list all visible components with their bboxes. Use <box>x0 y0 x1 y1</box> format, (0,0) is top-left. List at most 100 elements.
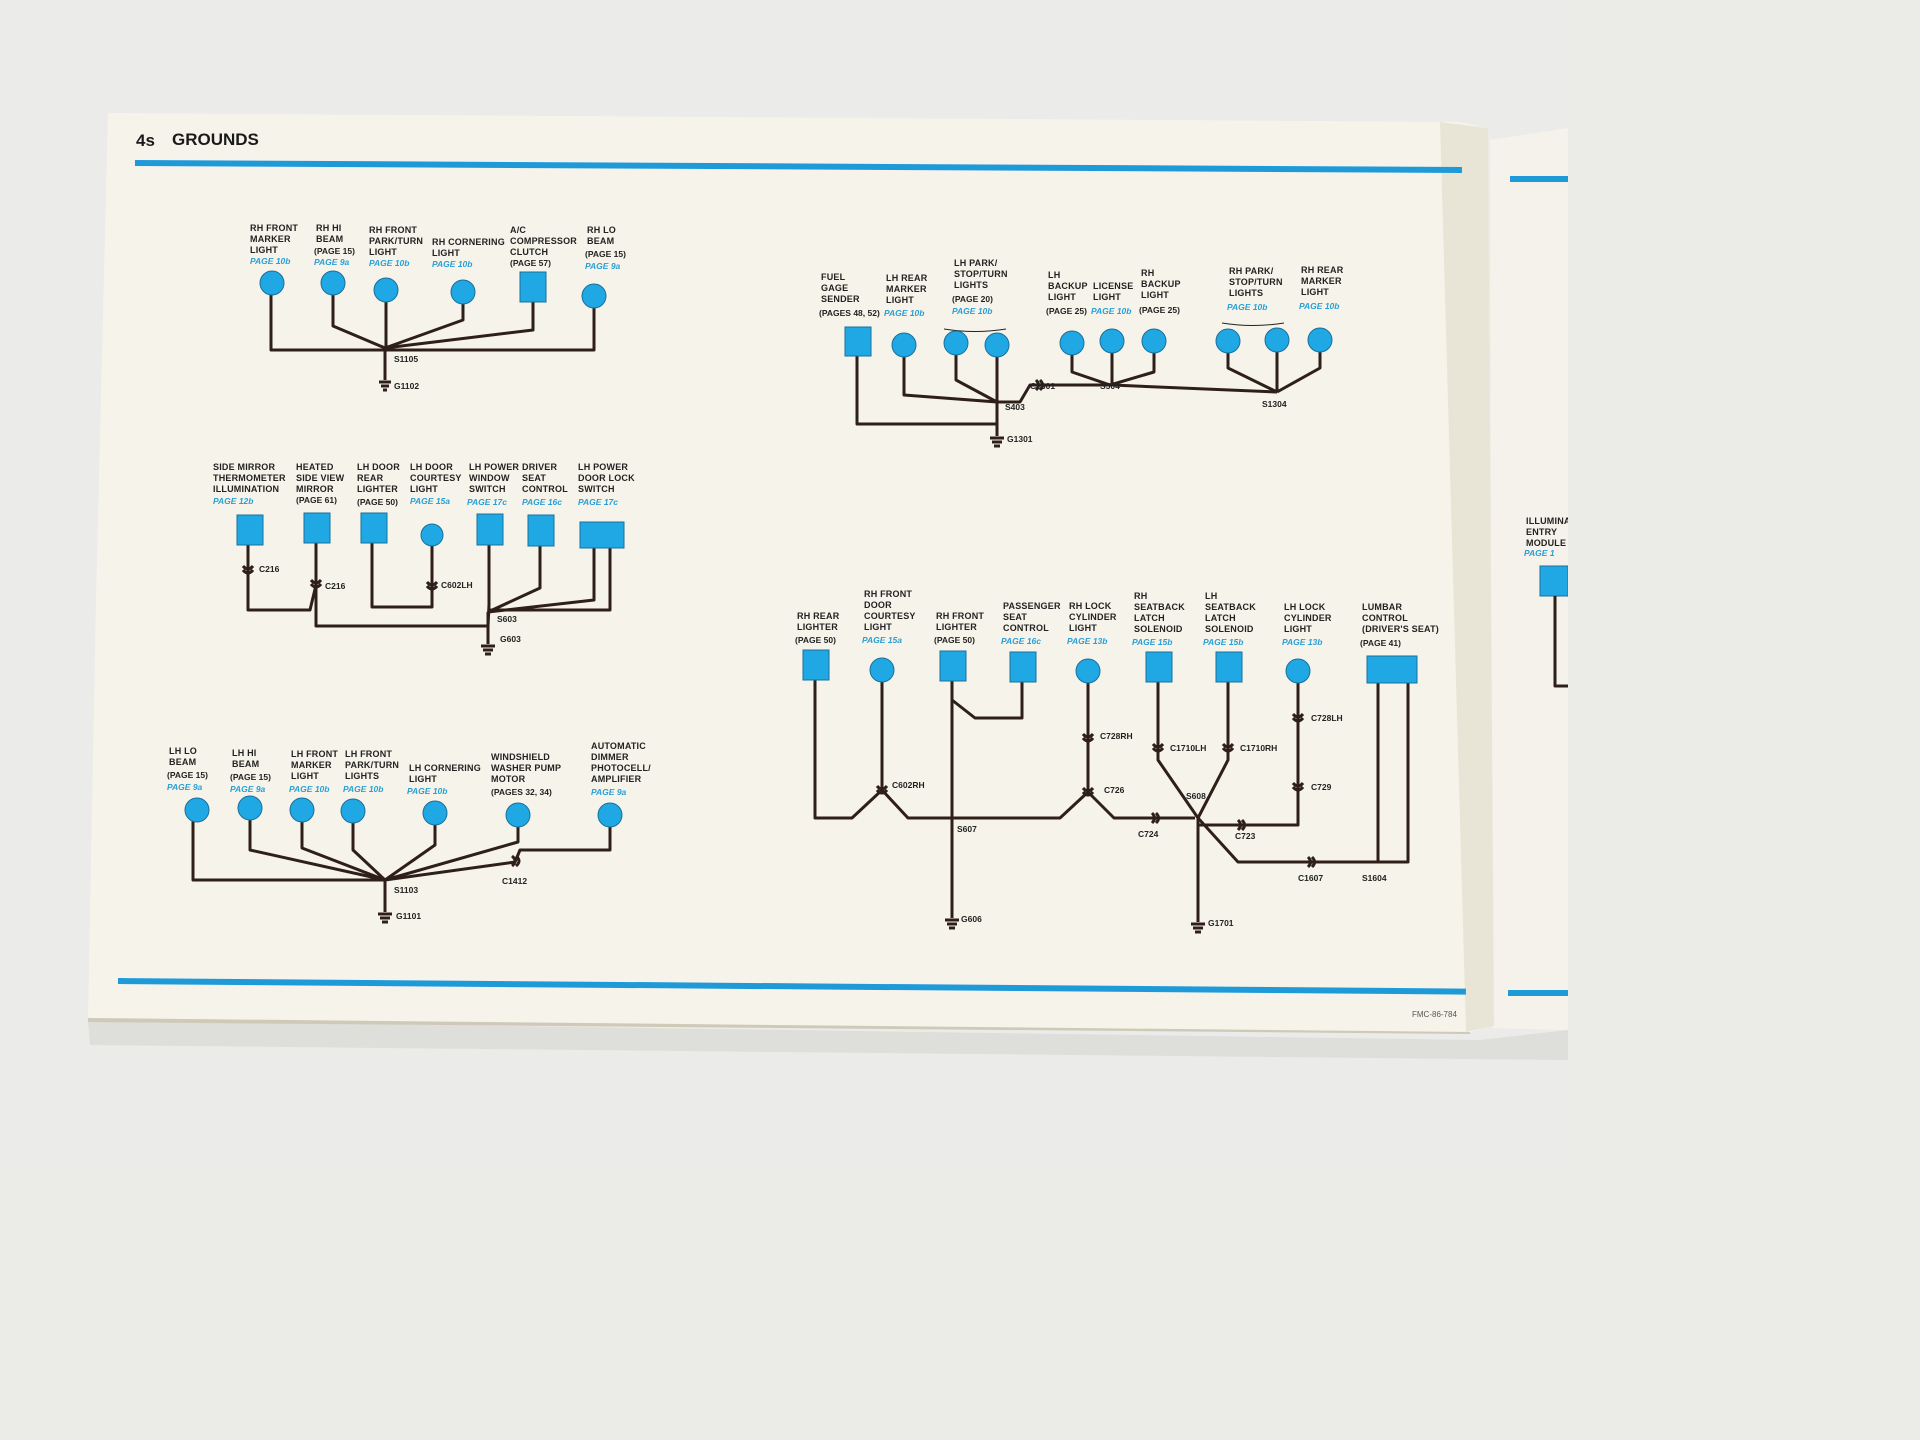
component-circle <box>320 270 346 296</box>
ground-label: G1101 <box>396 911 421 921</box>
splice-label: S608 <box>1186 791 1206 801</box>
svg-text:SOLENOID: SOLENOID <box>1205 624 1254 634</box>
svg-text:PAGE 9a: PAGE 9a <box>591 787 627 797</box>
section-number: 4s <box>136 131 155 150</box>
svg-text:LH DOOR: LH DOOR <box>357 462 400 472</box>
svg-text:COURTESY: COURTESY <box>410 473 462 483</box>
svg-text:GAGE: GAGE <box>821 283 848 293</box>
connector-label: C1412 <box>502 876 527 886</box>
svg-text:WINDSHIELD: WINDSHIELD <box>491 752 550 762</box>
svg-text:STOP/TURN: STOP/TURN <box>1229 277 1283 287</box>
svg-text:DOOR: DOOR <box>864 600 892 610</box>
svg-text:DRIVER: DRIVER <box>522 462 558 472</box>
svg-text:LIGHT: LIGHT <box>1069 623 1097 633</box>
svg-text:FUEL: FUEL <box>821 272 846 282</box>
splice-label: S1604 <box>1362 873 1387 883</box>
component-circle <box>581 283 607 309</box>
splice-label: S603 <box>497 614 517 624</box>
svg-text:ILLUMINATION: ILLUMINATION <box>213 484 279 494</box>
svg-text:BEAM: BEAM <box>169 757 196 767</box>
component-circle <box>420 523 444 547</box>
svg-text:RH FRONT: RH FRONT <box>864 589 912 599</box>
svg-text:A/C: A/C <box>510 225 526 235</box>
connector-label: C1710LH <box>1170 743 1206 753</box>
component-square <box>476 513 504 546</box>
component-label: RH BACKUP LIGHT (PAGE 25) <box>1139 268 1181 315</box>
svg-text:LH: LH <box>1205 591 1217 601</box>
component-label: AUTOMATIC DIMMER PHOTOCELL/ AMPLIFIER PA… <box>591 741 651 797</box>
svg-text:SIDE MIRROR: SIDE MIRROR <box>213 462 276 472</box>
svg-text:MODULE: MODULE <box>1526 538 1566 548</box>
svg-text:MARKER: MARKER <box>250 234 291 244</box>
ground-label: G1301 <box>1007 434 1033 444</box>
svg-text:LH FRONT: LH FRONT <box>291 749 338 759</box>
svg-text:PAGE 16c: PAGE 16c <box>522 497 562 507</box>
svg-text:RH HI: RH HI <box>316 223 342 233</box>
page-title: GROUNDS <box>172 130 259 149</box>
svg-text:SIDE VIEW: SIDE VIEW <box>296 473 345 483</box>
svg-text:SENDER: SENDER <box>821 294 860 304</box>
svg-text:LIGHT: LIGHT <box>250 245 278 255</box>
svg-text:(PAGE 50): (PAGE 50) <box>934 635 975 645</box>
svg-text:(PAGE 25): (PAGE 25) <box>1139 305 1180 315</box>
svg-text:PAGE 9a: PAGE 9a <box>585 261 621 271</box>
svg-text:PAGE 9a: PAGE 9a <box>230 784 266 794</box>
component-circle <box>943 330 969 356</box>
svg-text:MIRROR: MIRROR <box>296 484 334 494</box>
component-label: LH PARK/ STOP/TURN LIGHTS (PAGE 20) PAGE… <box>952 258 1007 316</box>
svg-text:LICENSE: LICENSE <box>1093 281 1133 291</box>
component-circle <box>597 802 623 828</box>
component-circle <box>984 332 1010 358</box>
svg-text:LIGHT: LIGHT <box>1141 290 1169 300</box>
ground-label: G606 <box>961 914 982 924</box>
splice-label: S504 <box>1100 381 1120 391</box>
component-circle <box>1141 328 1167 354</box>
svg-text:PAGE 10b: PAGE 10b <box>1227 302 1267 312</box>
svg-text:LH CORNERING: LH CORNERING <box>409 763 481 773</box>
component-rect <box>579 521 625 549</box>
svg-text:(PAGE 50): (PAGE 50) <box>357 497 398 507</box>
svg-text:(DRIVER'S SEAT): (DRIVER'S SEAT) <box>1362 624 1439 634</box>
svg-text:CLUTCH: CLUTCH <box>510 247 548 257</box>
component-label: HEATED SIDE VIEW MIRROR (PAGE 61) <box>296 462 345 505</box>
svg-text:DIMMER: DIMMER <box>591 752 629 762</box>
component-square <box>802 649 830 681</box>
component-circle <box>450 279 476 305</box>
svg-text:MARKER: MARKER <box>886 284 927 294</box>
svg-text:MARKER: MARKER <box>291 760 332 770</box>
svg-text:(PAGES 48, 52): (PAGES 48, 52) <box>819 308 880 318</box>
connector-label: C729 <box>1311 782 1332 792</box>
connector-label: C1710RH <box>1240 743 1277 753</box>
diagram-g1301: C1301 S504 S403 S1304 G1301 FUEL GAGE SE… <box>819 258 1344 448</box>
svg-text:RH FRONT: RH FRONT <box>250 223 298 233</box>
svg-text:COMPRESSOR: COMPRESSOR <box>510 236 577 246</box>
svg-text:(PAGE 41): (PAGE 41) <box>1360 638 1401 648</box>
component-label: RH FRONT DOOR COURTESY LIGHT PAGE 15a <box>862 589 915 645</box>
svg-text:BACKUP: BACKUP <box>1141 279 1181 289</box>
svg-text:LIGHT: LIGHT <box>1301 287 1329 297</box>
splice-label: S403 <box>1005 402 1025 412</box>
svg-text:LIGHT: LIGHT <box>886 295 914 305</box>
svg-text:LIGHT: LIGHT <box>432 248 460 258</box>
component-square <box>939 650 967 682</box>
svg-text:LIGHT: LIGHT <box>1093 292 1121 302</box>
splice-label: S1105 <box>394 354 418 364</box>
svg-text:SOLENOID: SOLENOID <box>1134 624 1183 634</box>
svg-text:WINDOW: WINDOW <box>469 473 510 483</box>
svg-text:LIGHTER: LIGHTER <box>936 622 977 632</box>
component-label: LH CORNERING LIGHT PAGE 10b <box>407 763 481 796</box>
svg-text:LIGHT: LIGHT <box>369 247 397 257</box>
svg-text:PAGE 10b: PAGE 10b <box>407 786 447 796</box>
ground-label: G1701 <box>1208 918 1234 928</box>
svg-text:LIGHTS: LIGHTS <box>954 280 988 290</box>
svg-text:PAGE 15b: PAGE 15b <box>1203 637 1243 647</box>
svg-text:LATCH: LATCH <box>1134 613 1165 623</box>
svg-text:LIGHT: LIGHT <box>864 622 892 632</box>
component-label: FUEL GAGE SENDER (PAGES 48, 52) <box>819 272 880 318</box>
component-circle <box>1307 327 1333 353</box>
diagram-g603: C216 C216 C602LH S603 G603 SIDE MIRROR T… <box>213 462 635 656</box>
component-label: LH POWER DOOR LOCK SWITCH PAGE 17c <box>578 462 635 507</box>
svg-text:PASSENGER: PASSENGER <box>1003 601 1061 611</box>
svg-text:LATCH: LATCH <box>1205 613 1236 623</box>
component-square <box>360 512 388 544</box>
